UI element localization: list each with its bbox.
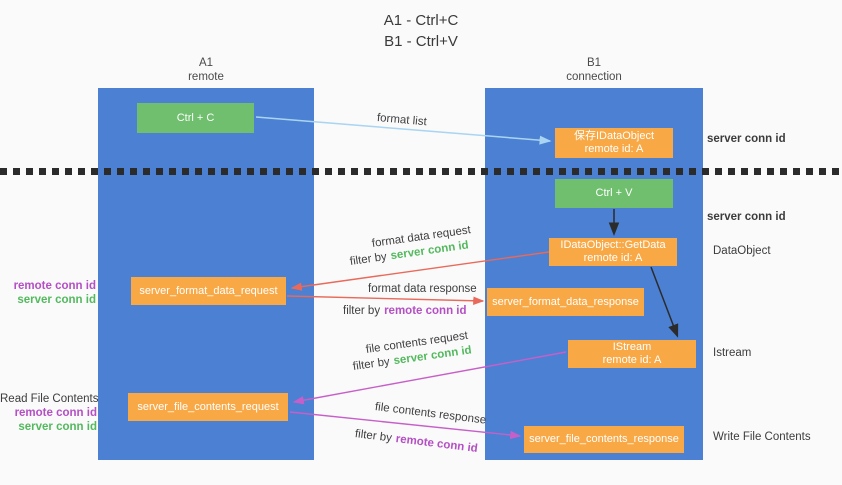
- node-ctrl-c-label: Ctrl + C: [176, 111, 215, 124]
- node-getdata-line2: remote id: A: [583, 252, 643, 264]
- node-idataobject-getdata: IDataObject::GetData remote id: A: [549, 238, 677, 266]
- filter-prefix: filter by: [343, 305, 381, 317]
- filter-prefix: filter by: [354, 428, 393, 445]
- node-format-response-label: server_format_data_response: [492, 295, 639, 308]
- node-istream: IStream remote id: A: [568, 340, 696, 368]
- node-format-request-label: server_format_data_request: [139, 284, 278, 297]
- node-getdata-line1: IDataObject::GetData: [560, 239, 666, 251]
- node-istream-line2: remote id: A: [602, 354, 662, 366]
- node-save-idataobject-line1: 保存IDataObject: [573, 130, 655, 142]
- title-line-2: B1 - Ctrl+V: [384, 33, 458, 50]
- node-server-file-contents-response: server_file_contents_response: [524, 426, 684, 453]
- node-ctrl-v: Ctrl + V: [555, 179, 673, 208]
- filter-key-remote-conn-id: remote conn id: [395, 433, 479, 456]
- arrow-format-data-response: [286, 295, 485, 305]
- header-a1: A1 remote: [98, 56, 314, 84]
- header-b1-role: connection: [566, 71, 622, 83]
- node-server-format-data-request: server_format_data_request: [131, 277, 286, 305]
- node-save-idataobject-line2: remote id: A: [584, 143, 644, 155]
- label-format-list: format list: [376, 112, 428, 129]
- filter-prefix: filter by: [349, 250, 388, 268]
- annotation-server-conn-id: server conn id: [18, 421, 97, 433]
- annotation-format-conn-ids: remote conn id server conn id: [0, 279, 96, 307]
- annotation-remote-conn-id: remote conn id: [14, 407, 97, 419]
- annotation-server-conn-id-top: server conn id: [707, 133, 786, 145]
- filter-key-remote-conn-id: remote conn id: [384, 305, 467, 317]
- filter-prefix: filter by: [352, 355, 391, 373]
- annotation-server-conn-id: server conn id: [17, 294, 96, 306]
- node-ctrl-c: Ctrl + C: [137, 103, 254, 133]
- node-server-file-contents-request: server_file_contents_request: [128, 393, 288, 421]
- annotation-remote-conn-id: remote conn id: [13, 280, 96, 292]
- annotation-file-conn-ids: Read File Contents remote conn id server…: [0, 392, 99, 434]
- annotation-dataobject: DataObject: [713, 245, 771, 257]
- node-server-format-data-response: server_format_data_response: [487, 288, 644, 316]
- node-ctrl-v-label: Ctrl + V: [595, 187, 633, 199]
- node-file-response-label: server_file_contents_response: [529, 433, 679, 445]
- separator-dotted-line: [0, 168, 842, 175]
- annotation-read-file-contents: Read File Contents: [0, 393, 99, 405]
- annotation-write-file-contents: Write File Contents: [713, 431, 811, 443]
- title-line-1: A1 - Ctrl+C: [383, 12, 459, 29]
- annotation-server-conn-id-mid: server conn id: [707, 211, 786, 223]
- label-file-contents-response: file contents response: [374, 401, 487, 427]
- node-save-idataobject: 保存IDataObject remote id: A: [555, 128, 673, 158]
- diagram-title: A1 - Ctrl+C B1 - Ctrl+V: [0, 10, 842, 52]
- node-istream-line1: IStream: [612, 341, 652, 353]
- annotation-istream: Istream: [713, 347, 752, 359]
- label-format-data-response: format data response: [368, 283, 477, 295]
- node-file-request-label: server_file_contents_request: [137, 400, 279, 413]
- header-b1-name: B1: [586, 57, 602, 69]
- header-a1-role: remote: [188, 71, 224, 83]
- header-b1: B1 connection: [485, 56, 703, 84]
- header-a1-name: A1: [198, 57, 214, 69]
